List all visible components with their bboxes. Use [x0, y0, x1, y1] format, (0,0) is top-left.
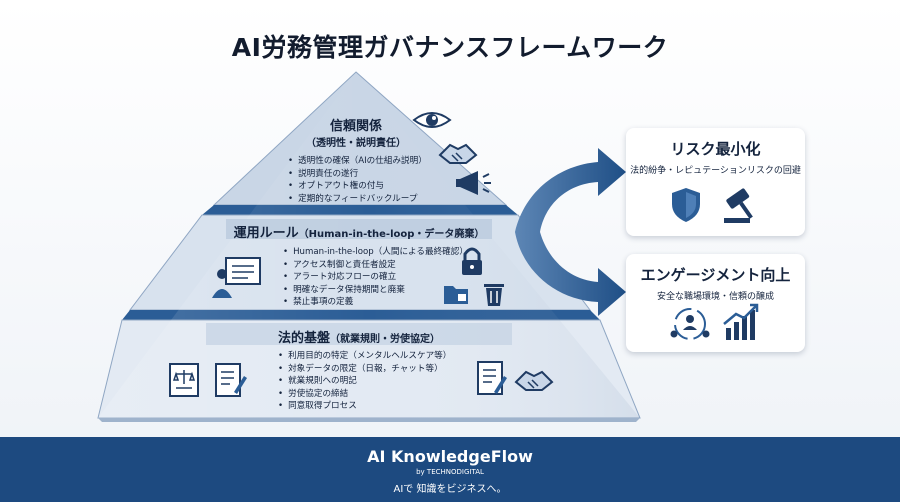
- footer-tagline: AIで 知識をビジネスへ。: [393, 484, 507, 495]
- arrow-to-engagement-card: [515, 232, 626, 316]
- list-item: アラート対応フローの確立: [283, 271, 473, 284]
- card-subtitle: 安全な職場環境・信頼の醸成: [656, 292, 774, 302]
- tier-bottom-header: 法的基盤（就業規則・労使協定）: [206, 327, 512, 346]
- tier-top-title: 信頼関係: [329, 119, 382, 134]
- list-item: 禁止事項の定義: [283, 296, 473, 309]
- risk-minimization-card: リスク最小化 法的紛争・レピュテーションリスクの回避: [626, 128, 805, 236]
- megaphone-icon: [456, 171, 491, 195]
- tier-bottom-subtitle: （就業規則・労使協定）: [330, 334, 440, 345]
- tier-bottom-header: [206, 323, 512, 345]
- tier-top-header: 信頼関係 （透明性・説明責任）: [296, 115, 416, 149]
- list-item: 説明責任の遂行: [288, 168, 448, 181]
- footer-brand: AI KnowledgeFlow: [367, 447, 533, 466]
- tier-top-bullets: 透明性の確保（AIの仕組み説明） 説明責任の遂行 オプトアウト権の付与 定期的な…: [288, 155, 448, 205]
- card-subtitle: 法的紛争・レピュテーションリスクの回避: [630, 166, 801, 176]
- eye-icon: [412, 112, 452, 128]
- arrow-to-risk-card: [515, 148, 626, 232]
- handshake-icon: [438, 143, 478, 164]
- tier-middle-title: 運用ルール: [233, 226, 299, 241]
- trash-icon: [484, 284, 504, 306]
- presenter-board-icon: [212, 257, 261, 298]
- list-item: 対象データの限定（日報，チャット等）: [278, 363, 478, 376]
- tier-middle-header: 運用ルール（Human-in-the-loop・データ廃棄）: [226, 222, 492, 241]
- tier-middle-bullets: Human-in-the-loop（人間による最終確認） アクセス制御と責任者設…: [283, 246, 473, 309]
- tier-bottom-bullets: 利用目的の特定（メンタルヘルスケア等） 対象データの限定（日報，チャット等） 就…: [278, 350, 478, 413]
- legal-scroll-icon: [169, 363, 199, 397]
- page-title: AI労務管理ガバナンスフレームワーク: [231, 33, 669, 62]
- tier-top-subtitle: （透明性・説明責任）: [306, 138, 406, 149]
- list-item: 就業規則への明記: [278, 375, 478, 388]
- pyramid-base-edge: [98, 418, 640, 422]
- list-item: アクセス制御と責任者設定: [283, 259, 473, 272]
- tier-middle-subtitle: （Human-in-the-loop・データ廃棄）: [298, 229, 485, 240]
- list-item: Human-in-the-loop（人間による最終確認）: [283, 246, 473, 259]
- footer-bar: AI KnowledgeFlow by TECHNODIGITAL AIで 知識…: [0, 437, 900, 502]
- list-item: 同意取得プロセス: [278, 400, 478, 413]
- list-item: 定期的なフィードバックループ: [288, 193, 448, 206]
- card-title: リスク最小化: [670, 140, 761, 158]
- list-item: 透明性の確保（AIの仕組み説明）: [288, 155, 448, 168]
- list-item: 労使協定の締結: [278, 388, 478, 401]
- engagement-card: エンゲージメント向上 安全な職場環境・信頼の醸成: [626, 254, 805, 352]
- list-item: 利用目的の特定（メンタルヘルスケア等）: [278, 350, 478, 363]
- document-pen-icon: [215, 363, 247, 397]
- footer-by: by TECHNODIGITAL: [416, 468, 484, 476]
- tier-bottom-title: 法的基盤: [277, 331, 330, 346]
- list-item: オプトアウト権の付与: [288, 180, 448, 193]
- list-item: 明確なデータ保持期間と廃棄: [283, 284, 473, 297]
- tier-middle-header: [226, 219, 492, 239]
- contract-sign-icon: [477, 361, 507, 395]
- card-title: エンゲージメント向上: [640, 266, 791, 284]
- handshake-agreement-icon: [514, 370, 554, 391]
